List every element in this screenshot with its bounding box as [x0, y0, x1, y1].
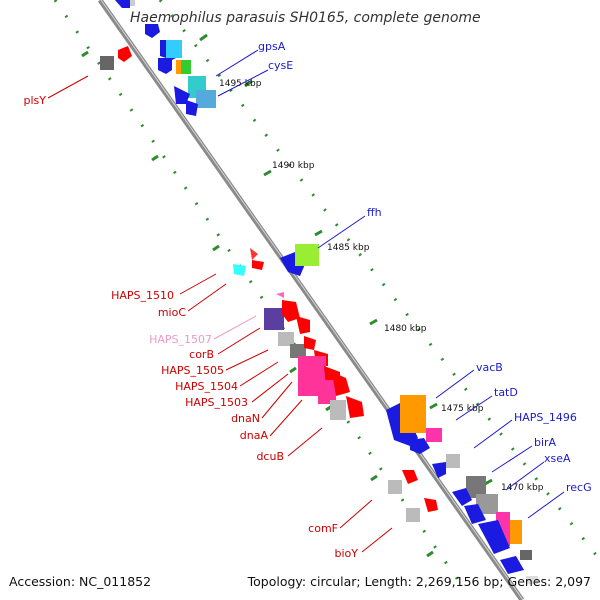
tick-label: 1485 kbp — [327, 243, 370, 253]
map-title: Haemophilus parasuis SH0165, complete ge… — [130, 10, 481, 26]
leader-lines-right — [215, 49, 565, 519]
gene-label-bioY: bioY — [335, 547, 359, 560]
leader-line-pink — [213, 315, 257, 340]
gene-label-dnaN: dnaN — [231, 412, 260, 425]
gene-label-HAPS_1503: HAPS_1503 — [185, 396, 248, 409]
gene-features-right — [115, 0, 538, 584]
accession-text: Accession: NC_011852 — [9, 574, 152, 589]
gene-label-mioC: mioC — [158, 306, 187, 319]
tick-label: 1475 kbp — [441, 404, 484, 414]
gene-label-cysE: cysE — [268, 59, 293, 72]
gene-label-corB: corB — [189, 348, 214, 361]
gene-label-HAPS_1504: HAPS_1504 — [175, 380, 238, 393]
topology-text: Topology: circular; Length: 2,269,156 bp… — [247, 574, 591, 589]
gene-label-birA: birA — [534, 436, 557, 449]
gene-label-vacB: vacB — [476, 361, 503, 374]
gene-features-left — [100, 46, 438, 522]
genome-backbone-highlight — [100, 0, 524, 600]
gene-label-comF: comF — [308, 522, 338, 535]
gene-label-HAPS_1510: HAPS_1510 — [111, 289, 174, 302]
major-ticks — [81, 33, 493, 558]
gene-label-plsY: plsY — [24, 94, 47, 107]
gene-label-xseA: xseA — [544, 452, 571, 465]
gene-label-dnaA: dnaA — [240, 429, 269, 442]
gene-label-ffh: ffh — [367, 206, 382, 219]
gene-label-gpsA: gpsA — [258, 40, 286, 53]
gene-label-HAPS_1507: HAPS_1507 — [149, 333, 212, 346]
gene-label-HAPS_1505: HAPS_1505 — [161, 364, 224, 377]
leader-lines-left — [47, 75, 393, 553]
gene-label-dcuB: dcuB — [256, 450, 284, 463]
gene-label-HAPS_1496: HAPS_1496 — [514, 411, 577, 424]
tick-label: 1470 kbp — [501, 483, 544, 493]
gene-label-recG: recG — [566, 481, 592, 494]
tick-label: 1480 kbp — [384, 324, 427, 334]
genome-backbone — [97, 0, 525, 600]
tick-label: 1490 kbp — [272, 161, 315, 171]
gene-label-tatD: tatD — [494, 386, 518, 399]
